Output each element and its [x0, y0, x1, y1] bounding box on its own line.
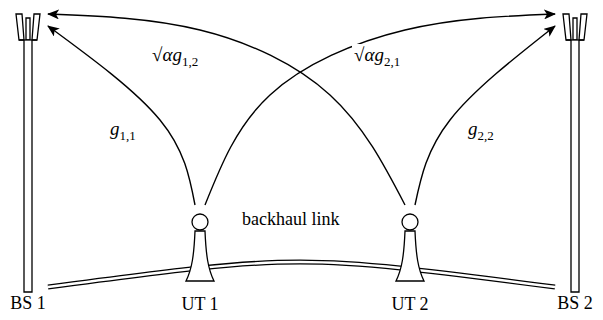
channel-gain: √αg1,2	[150, 44, 200, 69]
node-label: UT 2	[385, 295, 435, 315]
node-label: BS 1	[8, 294, 48, 314]
channel-gain: g1,1	[108, 118, 138, 143]
channel-arrow	[48, 14, 405, 205]
user-terminal: UT 2	[385, 205, 435, 315]
user-terminal: UT 1	[175, 205, 225, 315]
channel-path	[415, 26, 555, 205]
node-label: BS 2	[555, 294, 595, 314]
node-label: UT 1	[175, 295, 225, 315]
link-label: backhaul link	[240, 209, 341, 231]
channel-gain: g2,2	[466, 118, 496, 143]
channel-path	[205, 14, 555, 205]
backhaul-inner	[48, 262, 555, 287]
backhaul-outer	[48, 262, 555, 287]
channel-arrow	[205, 14, 555, 205]
channel-path	[48, 14, 405, 205]
tower-icon	[555, 10, 595, 314]
backhaul-link	[48, 262, 555, 287]
channel-arrow	[48, 26, 195, 205]
base-station: BS 1	[8, 10, 48, 314]
channel-arrow	[415, 26, 555, 205]
channel-path	[48, 26, 195, 205]
base-station: BS 2	[555, 10, 595, 314]
tower-icon	[8, 10, 48, 314]
channel-gain: √αg2,1	[352, 44, 402, 69]
